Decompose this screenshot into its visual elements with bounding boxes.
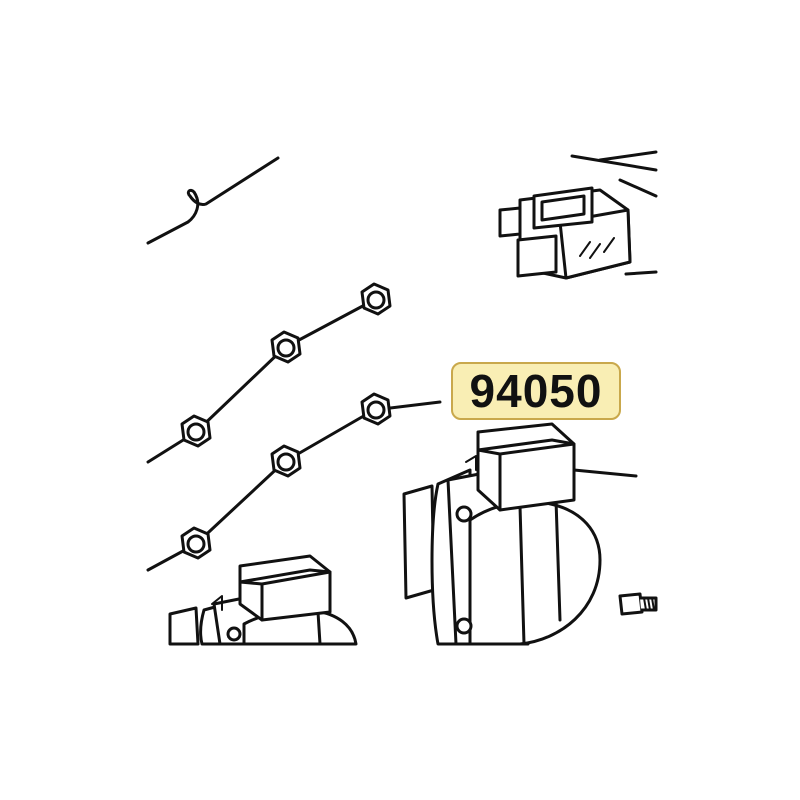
wire-with-hook [146, 156, 280, 245]
nut [270, 330, 302, 364]
nut-chain-lower [146, 392, 442, 572]
socket-part-main [402, 422, 638, 646]
part-number-callout: 94050 [451, 362, 621, 420]
nut [180, 414, 212, 448]
screw-part [618, 592, 658, 616]
nut-chain-upper [146, 282, 392, 464]
callout-highlight [451, 362, 621, 420]
nut [270, 444, 302, 478]
socket-part-secondary [168, 554, 358, 646]
switch-housing-part [498, 150, 658, 280]
nut [360, 392, 392, 426]
nut [360, 282, 392, 316]
nut [180, 526, 212, 560]
